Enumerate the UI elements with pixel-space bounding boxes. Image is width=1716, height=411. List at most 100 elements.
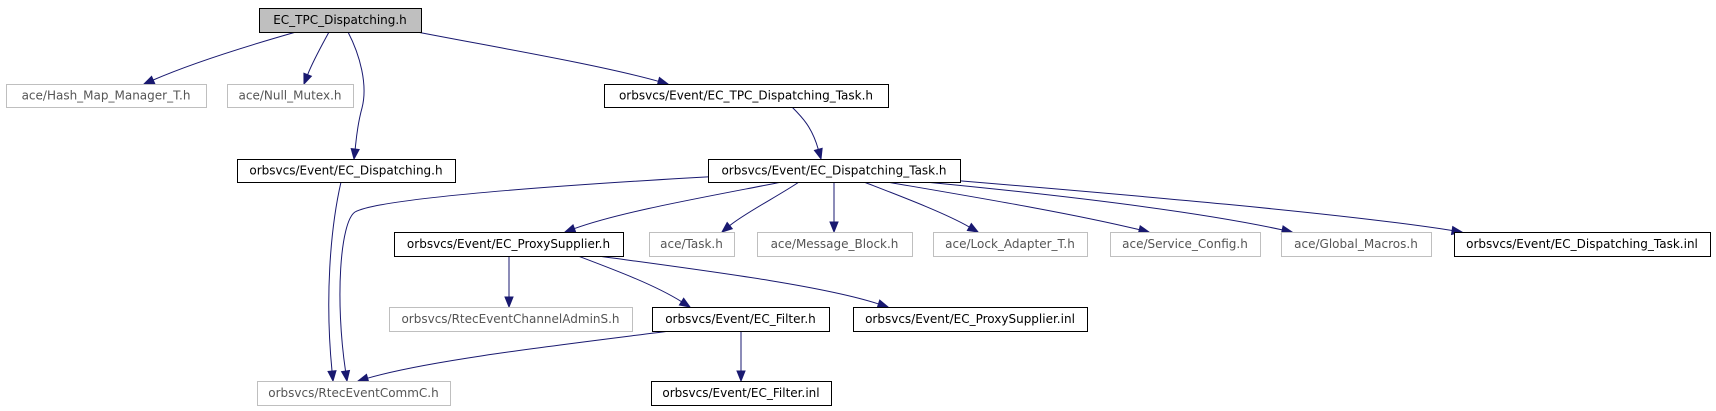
edge-dispatching-task-to-dispatching-task-inl: [949, 179, 1464, 236]
edge-arrowhead: [563, 223, 577, 233]
edge-line: [347, 31, 365, 150]
edge-proxy-supplier-to-proxy-supplier-inl: [597, 255, 890, 309]
node-box: [257, 381, 451, 406]
node-label: EC_TPC_Dispatching.h: [273, 13, 407, 27]
node-label: orbsvcs/Event/EC_Filter.inl: [662, 386, 819, 400]
node-tpc-task[interactable]: orbsvcs/Event/EC_TPC_Dispatching_Task.h: [604, 84, 889, 108]
edge-arrowhead: [350, 148, 360, 161]
edge-dispatching-task-to-service-config: [886, 181, 1151, 235]
edge-line: [307, 31, 330, 75]
edge-dispatching-task-to-message-block: [829, 181, 839, 234]
node-dispatching-task[interactable]: orbsvcs/Event/EC_Dispatching_Task.h: [708, 159, 961, 183]
node-service-config: ace/Service_Config.h: [1110, 232, 1261, 257]
edge-line: [924, 181, 1283, 231]
node-label: ace/Message_Block.h: [771, 237, 899, 251]
node-ec-filter-inl[interactable]: orbsvcs/Event/EC_Filter.inl: [651, 381, 832, 406]
edge-ec-filter-to-ec-filter-inl: [736, 331, 746, 383]
edge-line: [863, 181, 970, 228]
node-box: [389, 307, 633, 332]
node-hash-map: ace/Hash_Map_Manager_T.h: [6, 84, 207, 108]
edge-line: [577, 255, 682, 303]
edge-dispatching-task-to-lock-adapter: [863, 181, 980, 233]
node-label: ace/Global_Macros.h: [1294, 237, 1418, 251]
node-rtec-admin: orbsvcs/RtecEventChannelAdminS.h: [389, 307, 633, 332]
edge-root-to-ec-dispatching: [347, 31, 365, 161]
edge-arrowhead: [340, 369, 351, 383]
edge-dispatching-task-to-proxy-supplier: [563, 181, 783, 233]
node-message-block: ace/Message_Block.h: [757, 232, 913, 257]
node-label: orbsvcs/Event/EC_TPC_Dispatching_Task.h: [619, 89, 873, 103]
node-null-mutex: ace/Null_Mutex.h: [227, 84, 354, 108]
edge-arrowhead: [327, 370, 337, 383]
node-label: orbsvcs/Event/EC_ProxySupplier.inl: [865, 312, 1075, 326]
edge-dispatching-task-to-global-macros: [924, 181, 1294, 235]
node-box: [853, 307, 1088, 332]
node-ec-filter[interactable]: orbsvcs/Event/EC_Filter.h: [652, 307, 830, 332]
node-box: [6, 84, 207, 108]
node-box: [652, 307, 830, 332]
edge-line: [328, 181, 342, 372]
edge-line: [791, 106, 819, 150]
node-label: orbsvcs/Event/EC_Dispatching.h: [249, 164, 442, 178]
edge-arrowhead: [829, 221, 839, 234]
node-rtec-comm: orbsvcs/RtecEventCommC.h: [257, 381, 451, 406]
edge-root-to-hash-map: [142, 31, 297, 85]
edge-line: [597, 255, 879, 305]
node-box: [227, 84, 354, 108]
edge-arrowhead: [966, 222, 980, 233]
node-dispatching-task-inl[interactable]: orbsvcs/Event/EC_Dispatching_Task.inl: [1454, 232, 1711, 257]
edge-line: [886, 181, 1140, 231]
node-box: [933, 232, 1088, 257]
node-label: orbsvcs/Event/EC_ProxySupplier.h: [407, 237, 610, 251]
edge-line: [416, 31, 659, 82]
edge-arrowhead: [303, 72, 313, 86]
node-box: [1454, 232, 1711, 257]
edge-ec-dispatching-to-rtec-comm: [327, 181, 342, 383]
node-label: orbsvcs/RtecEventCommC.h: [268, 386, 438, 400]
edge-arrowhead: [720, 221, 734, 233]
edge-line: [729, 181, 800, 227]
edge-proxy-supplier-to-ec-filter: [577, 255, 692, 308]
node-box: [708, 159, 961, 183]
edge-line: [574, 181, 783, 230]
edge-arrowhead: [142, 75, 156, 85]
node-box: [237, 159, 456, 183]
node-box: [651, 381, 832, 406]
edge-line: [339, 174, 741, 372]
edge-arrowhead: [813, 147, 823, 161]
node-proxy-supplier[interactable]: orbsvcs/Event/EC_ProxySupplier.h: [394, 232, 624, 257]
node-task: ace/Task.h: [649, 232, 735, 257]
edge-line: [949, 179, 1453, 231]
node-box: [649, 232, 735, 257]
edge-proxy-supplier-to-rtec-admin: [504, 255, 514, 309]
edges-layer: [142, 31, 1464, 383]
node-box: [394, 232, 624, 257]
node-box: [604, 84, 889, 108]
node-label: orbsvcs/RtecEventChannelAdminS.h: [401, 312, 619, 326]
node-label: ace/Task.h: [660, 237, 723, 251]
node-box: [1281, 232, 1432, 257]
node-label: ace/Service_Config.h: [1122, 237, 1248, 251]
edge-root-to-null-mutex: [303, 31, 330, 86]
edge-line: [152, 31, 297, 81]
node-lock-adapter: ace/Lock_Adapter_T.h: [933, 232, 1088, 257]
node-root[interactable]: EC_TPC_Dispatching.h: [259, 8, 422, 33]
node-label: ace/Null_Mutex.h: [239, 89, 342, 103]
node-label: ace/Hash_Map_Manager_T.h: [22, 89, 191, 103]
edge-dispatching-task-to-rtec-comm: [339, 174, 741, 383]
node-box: [757, 232, 913, 257]
edge-arrowhead: [736, 370, 746, 383]
edge-root-to-tpc-task: [416, 31, 670, 86]
node-box: [1110, 232, 1261, 257]
node-ec-dispatching[interactable]: orbsvcs/Event/EC_Dispatching.h: [237, 159, 456, 183]
edge-arrowhead: [356, 373, 370, 383]
node-label: orbsvcs/Event/EC_Dispatching_Task.inl: [1466, 237, 1698, 251]
nodes-layer: EC_TPC_Dispatching.h ace/Hash_Map_Manager…: [6, 8, 1711, 406]
node-global-macros: ace/Global_Macros.h: [1281, 232, 1432, 257]
node-label: orbsvcs/Event/EC_Filter.h: [665, 312, 816, 326]
edge-arrowhead: [678, 297, 692, 308]
node-label: ace/Lock_Adapter_T.h: [945, 237, 1075, 251]
edge-arrowhead: [876, 299, 890, 309]
node-proxy-supplier-inl[interactable]: orbsvcs/Event/EC_ProxySupplier.inl: [853, 307, 1088, 332]
